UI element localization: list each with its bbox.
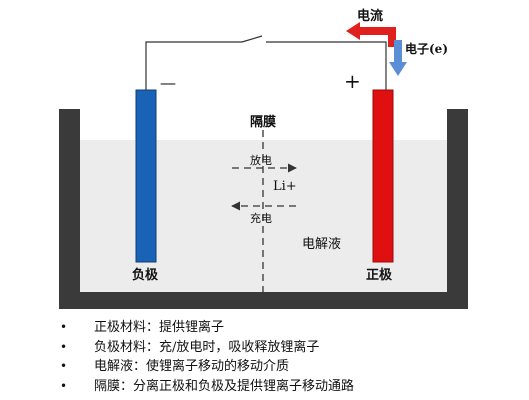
electron-label: 电子(e) <box>405 41 448 56</box>
list-item: • 电解液：使锂离子移动的移动介质 <box>60 357 520 377</box>
bullet-icon: • <box>60 339 68 354</box>
bullet-icon: • <box>60 320 68 334</box>
charge-label: 充电 <box>250 211 272 225</box>
bullet-icon: • <box>60 378 68 393</box>
cathode-label: 正极 <box>366 267 393 283</box>
negative-sign: — <box>160 73 176 92</box>
ion-label: Li+ <box>273 179 297 194</box>
anode-label: 负极 <box>132 267 159 283</box>
circuit-wire-right <box>266 41 387 90</box>
battery-diagram: 电流 电子(e) — + 隔膜 放电 Li+ 充电 电解液 负极 正极 <box>59 8 468 309</box>
container-left-wall <box>59 109 80 309</box>
current-label: 电流 <box>357 8 383 24</box>
separator-label: 隔膜 <box>250 114 276 130</box>
container-right-wall <box>447 109 468 309</box>
discharge-label: 放电 <box>250 153 272 167</box>
list-item: • 正极材料：提供锂离子 <box>60 318 520 338</box>
container-bottom <box>59 292 468 309</box>
list-item: • 隔膜：分离正极和负极及提供锂离子移动通路 <box>60 377 520 397</box>
cathode-electrode <box>372 89 394 263</box>
note-text: 电解液：使锂离子移动的移动介质 <box>94 359 290 374</box>
electron-arrow <box>389 40 407 76</box>
anode-electrode <box>135 89 157 263</box>
note-text: 隔膜：分离正极和负极及提供锂离子移动通路 <box>94 378 355 394</box>
current-arrow <box>346 22 396 47</box>
bullet-icon: • <box>60 359 68 373</box>
circuit-wire <box>145 41 242 90</box>
list-item: • 负极材料：充/放电时，吸收释放锂离子 <box>60 338 520 358</box>
positive-sign: + <box>344 69 361 93</box>
electrolyte-label: 电解液 <box>302 237 341 252</box>
switch-lever <box>241 35 263 43</box>
note-text: 正极材料：提供锂离子 <box>94 320 225 335</box>
note-text: 负极材料：充/放电时，吸收释放锂离子 <box>94 339 320 355</box>
notes-list: • 正极材料：提供锂离子 • 负极材料：充/放电时，吸收释放锂离子 • 电解液：… <box>60 318 520 396</box>
